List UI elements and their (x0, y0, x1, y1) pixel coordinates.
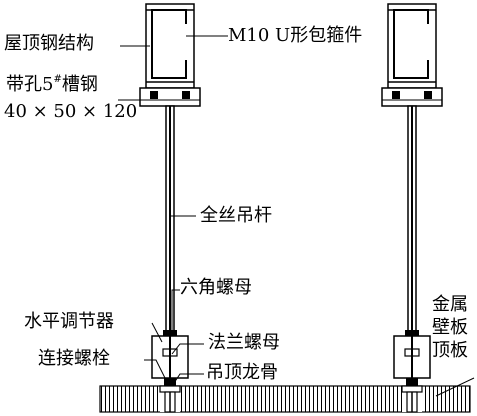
leader-flange-nut (171, 343, 204, 355)
left-hanger-assembly (139, 3, 201, 413)
right-hex-nut (405, 330, 419, 336)
label-threaded-rod: 全丝吊杆 (200, 205, 272, 226)
label-leveler: 水平调节器 (24, 311, 114, 332)
label-roof-steel: 屋顶钢结构 (4, 33, 94, 54)
right-u-clip (393, 9, 429, 79)
label-hex-nut: 六角螺母 (180, 277, 252, 298)
left-threaded-rod (165, 105, 175, 333)
right-leveler (393, 335, 431, 379)
label-connect-bolt: 连接螺栓 (38, 348, 110, 369)
leader-metal-panel (435, 377, 475, 397)
right-threaded-rod (407, 105, 417, 333)
label-ceiling-keel: 吊顶龙骨 (206, 362, 278, 383)
left-hex-nut (163, 330, 177, 336)
left-leveler (151, 335, 189, 379)
leader-lines (118, 35, 475, 397)
left-u-clip (151, 9, 187, 79)
leader-leveler (151, 322, 163, 343)
label-metal-panel-3: 顶板 (432, 340, 468, 361)
leader-connect-bolt (144, 359, 167, 381)
left-channel-steel (139, 87, 201, 107)
label-u-clip: M10 U形包箍件 (228, 25, 363, 46)
label-channel-line1: 带孔5#槽钢 (6, 74, 98, 95)
label-metal-panel-1: 金属 (432, 294, 468, 315)
leader-hex-nut (171, 289, 180, 332)
label-metal-panel-2: 壁板 (432, 317, 468, 338)
metal-ceiling-panel (99, 385, 471, 413)
leader-keel (171, 373, 204, 387)
label-flange-nut: 法兰螺母 (208, 332, 280, 353)
label-channel-line2: 40 × 50 × 120 (4, 101, 138, 122)
right-channel-steel (381, 87, 443, 107)
